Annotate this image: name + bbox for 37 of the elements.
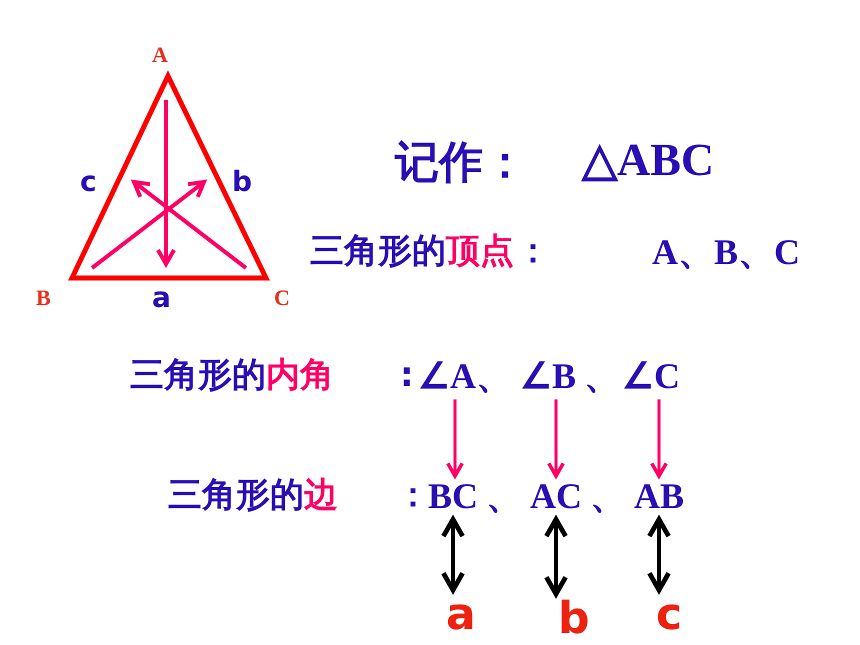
arrow <box>547 399 565 478</box>
highlight-text: 顶点 <box>446 232 514 272</box>
side-name: BC <box>428 476 478 518</box>
arrow <box>446 399 464 478</box>
side-label: c <box>80 166 97 198</box>
heading-text: 三角形的 <box>168 476 304 516</box>
arrow <box>441 517 465 592</box>
side-name: AB <box>634 476 684 518</box>
colon: : <box>400 356 414 396</box>
side-letter: b <box>558 594 590 645</box>
separator: 、 <box>590 476 626 518</box>
separator: 、 <box>486 476 522 518</box>
side-label: b <box>232 166 252 198</box>
vertex-list: A、B、C <box>652 232 800 274</box>
arrow <box>544 517 568 596</box>
angle-label: ∠A <box>418 356 476 398</box>
separator: 、 <box>584 356 620 398</box>
separator: 、 <box>476 356 512 398</box>
arrow <box>647 517 671 592</box>
highlight-text: 内角 <box>266 356 334 396</box>
angle-label: ∠C <box>622 356 680 398</box>
heading-text: 三角形的 <box>310 232 446 272</box>
arrow <box>650 399 668 478</box>
colon: ： <box>396 476 430 516</box>
side-letter: a <box>446 590 476 641</box>
vertex-label: C <box>274 285 290 310</box>
colon: ： <box>516 232 550 272</box>
side-letter: c <box>656 590 682 641</box>
side-name: AC <box>530 476 582 518</box>
notation-label: 记作： <box>395 138 527 189</box>
heading-text: 三角形的 <box>130 356 266 396</box>
side-label: a <box>152 282 171 314</box>
angle-label: ∠B <box>520 356 576 398</box>
vertex-label: A <box>152 42 168 68</box>
vertex-label: B <box>36 285 51 310</box>
notation-symbol: △ABC <box>582 134 714 187</box>
highlight-text: 边 <box>304 476 338 516</box>
